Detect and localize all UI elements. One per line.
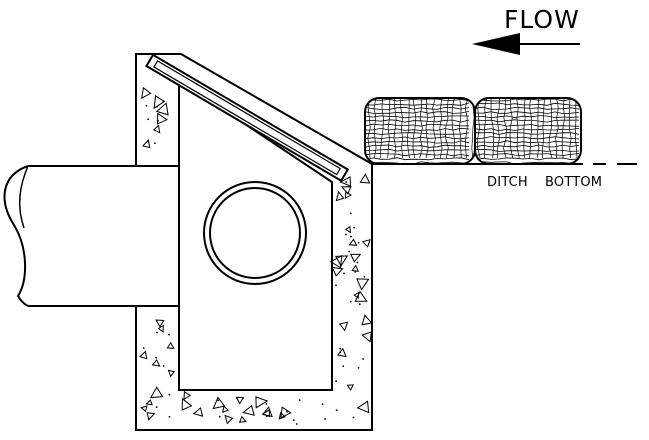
flow-label: FLOW bbox=[504, 5, 580, 34]
straw-bale bbox=[474, 97, 582, 165]
straw-bales bbox=[364, 97, 582, 165]
ditch-label-word2: BOTTOM bbox=[545, 175, 602, 190]
sloped-grate bbox=[145, 53, 350, 183]
concrete-aggregate bbox=[139, 86, 373, 425]
pipe-opening bbox=[203, 181, 307, 285]
inlet-pipe bbox=[3, 165, 180, 307]
flow-arrow bbox=[472, 33, 580, 55]
ditch-label-word1: DITCH bbox=[487, 175, 528, 190]
straw-bale bbox=[364, 97, 476, 165]
